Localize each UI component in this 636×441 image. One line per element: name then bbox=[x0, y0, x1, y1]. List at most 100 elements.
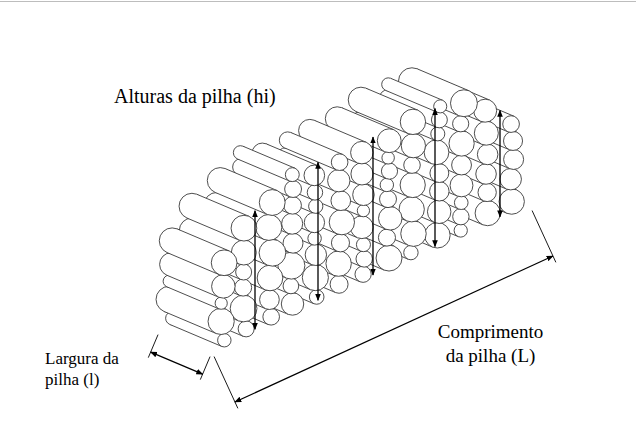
log-edge bbox=[225, 169, 277, 191]
top-rule bbox=[0, 1, 636, 2]
log-end bbox=[259, 190, 285, 216]
log-end bbox=[257, 265, 283, 291]
log-end bbox=[454, 196, 468, 210]
log-end bbox=[356, 238, 370, 252]
log-end bbox=[400, 172, 425, 197]
log-end bbox=[450, 90, 477, 117]
log-end bbox=[401, 221, 426, 246]
log-end bbox=[382, 152, 394, 164]
log-end bbox=[381, 163, 397, 179]
log-end bbox=[474, 121, 498, 145]
log-end bbox=[377, 129, 401, 153]
extension-line bbox=[200, 357, 210, 380]
log-end bbox=[431, 112, 447, 128]
log-end bbox=[330, 275, 348, 293]
log-end bbox=[208, 308, 234, 334]
log-end bbox=[356, 251, 372, 267]
log-end bbox=[304, 212, 324, 232]
extension-line bbox=[532, 211, 556, 263]
log-end bbox=[215, 297, 227, 309]
height-arrow bbox=[254, 211, 255, 330]
log-end bbox=[452, 155, 472, 175]
log-end bbox=[376, 245, 402, 271]
log-end bbox=[378, 229, 395, 246]
log-edge bbox=[342, 108, 394, 130]
log-end bbox=[331, 234, 349, 252]
log-end bbox=[404, 157, 421, 174]
log-end bbox=[400, 109, 425, 134]
log-end bbox=[431, 127, 445, 141]
log-end bbox=[424, 140, 449, 165]
height-arrow bbox=[372, 137, 373, 275]
log-end bbox=[307, 185, 322, 200]
log-end bbox=[380, 191, 397, 208]
length-label: Comprimento da pilha (L) bbox=[426, 320, 555, 368]
log-end bbox=[449, 131, 474, 156]
log-end bbox=[401, 134, 425, 158]
log-end bbox=[263, 308, 280, 325]
log-end bbox=[434, 100, 447, 113]
log-end bbox=[236, 264, 252, 280]
log-edge bbox=[314, 120, 366, 142]
log-end bbox=[326, 251, 351, 276]
log-end bbox=[329, 210, 354, 235]
log-end bbox=[283, 233, 303, 253]
log-end bbox=[453, 208, 469, 224]
log-end bbox=[259, 239, 286, 266]
height-arrow bbox=[499, 110, 500, 216]
extension-line bbox=[214, 357, 238, 409]
log-end bbox=[212, 275, 235, 298]
log-edge bbox=[177, 229, 229, 251]
log-end bbox=[211, 250, 237, 276]
log-end bbox=[425, 222, 451, 248]
log-end bbox=[500, 168, 521, 189]
log-end bbox=[427, 200, 450, 223]
log-end bbox=[475, 201, 500, 226]
log-end bbox=[450, 174, 473, 197]
log-edge bbox=[167, 275, 219, 297]
log-end bbox=[231, 215, 257, 241]
log-end bbox=[304, 165, 325, 186]
log-end bbox=[503, 116, 520, 133]
log-end bbox=[309, 199, 323, 213]
width-arrow bbox=[151, 352, 203, 374]
log-end bbox=[285, 168, 299, 182]
log-end bbox=[285, 181, 302, 198]
log-end bbox=[282, 213, 303, 234]
log-end bbox=[328, 169, 350, 191]
log-end bbox=[430, 182, 450, 202]
log-end bbox=[256, 214, 282, 240]
log-edge bbox=[366, 88, 418, 110]
log-end bbox=[477, 144, 498, 165]
log-end bbox=[305, 244, 326, 265]
log-end bbox=[331, 154, 348, 171]
log-end bbox=[476, 164, 497, 185]
log-end bbox=[430, 164, 449, 183]
log-end bbox=[478, 183, 496, 201]
height-label: Alturas da pilha (hi) bbox=[112, 84, 278, 109]
width-label: Largura da pilha (l) bbox=[43, 348, 131, 391]
log-edge bbox=[417, 69, 469, 91]
log-end bbox=[499, 189, 524, 214]
height-arrow bbox=[317, 162, 318, 300]
log-end bbox=[453, 116, 469, 132]
log-end bbox=[504, 131, 523, 150]
dimension-lines bbox=[148, 109, 556, 409]
log-end bbox=[309, 290, 324, 305]
log-end bbox=[351, 141, 373, 163]
log-edge bbox=[197, 194, 249, 216]
log-edge bbox=[291, 133, 343, 155]
log-end bbox=[404, 245, 418, 259]
log-end bbox=[355, 266, 371, 282]
log-end bbox=[380, 178, 393, 191]
log-end bbox=[351, 163, 373, 185]
log-end bbox=[281, 293, 303, 315]
log-end bbox=[235, 279, 252, 296]
log-end bbox=[308, 232, 321, 245]
log-end bbox=[218, 334, 231, 347]
log-end bbox=[302, 264, 328, 290]
log-end bbox=[399, 197, 424, 222]
log-end bbox=[238, 321, 254, 337]
log-end bbox=[283, 278, 299, 294]
log-edge bbox=[391, 78, 443, 100]
